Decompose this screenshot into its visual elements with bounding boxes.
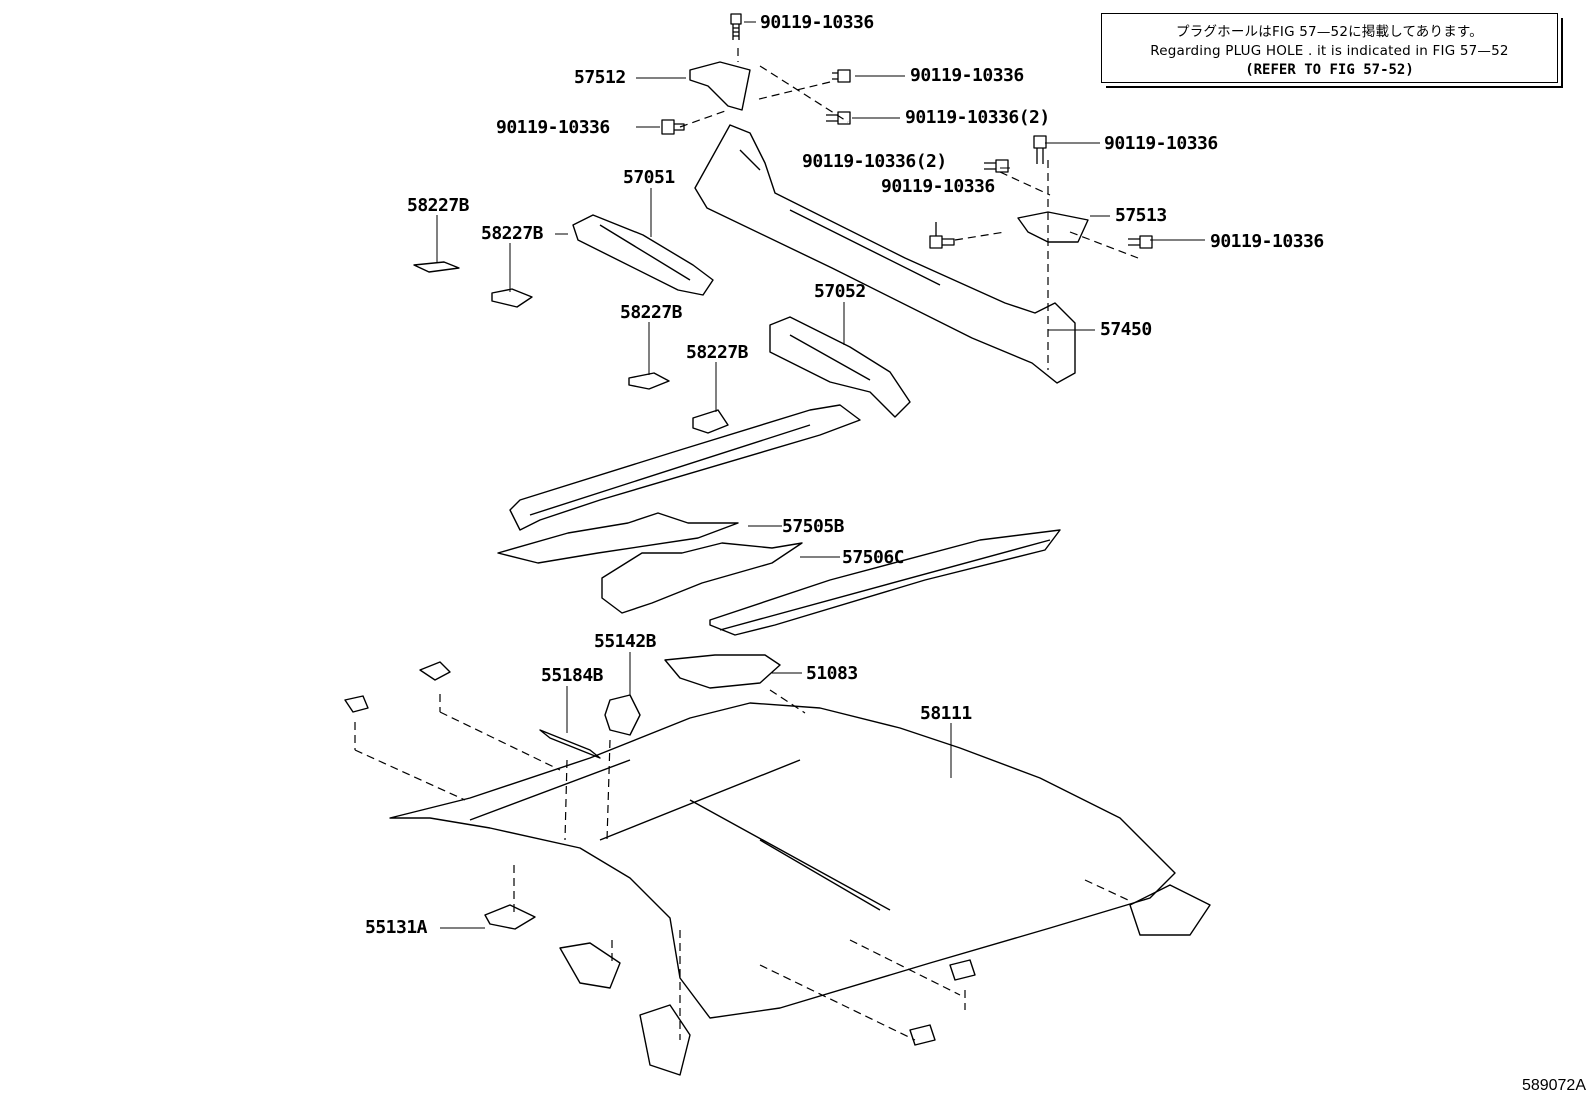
rail-57505B: [497, 512, 739, 564]
label-57506C: 57506C: [842, 547, 905, 568]
label-57505B: 57505B: [782, 516, 845, 537]
label-55184B: 55184B: [541, 665, 604, 686]
bracket-lower-4: [639, 1004, 691, 1076]
label-55142B: 55142B: [594, 631, 657, 652]
bracket-58227B-2: [491, 288, 533, 308]
rail-upper: [509, 404, 861, 531]
part-55131A: [484, 904, 536, 930]
bracket-lower-6: [949, 959, 976, 981]
rail-57506C: [601, 542, 803, 614]
bracket-58227B-3: [628, 372, 670, 390]
part-55184B: [539, 729, 601, 759]
rail-right: [709, 529, 1061, 636]
label-58111: 58111: [920, 703, 972, 724]
part-51083: [664, 654, 781, 689]
bolt-icons: [661, 13, 1153, 249]
part-55142B: [604, 694, 641, 736]
label-58227B-2: 58227B: [481, 223, 544, 244]
bracket-lower-7: [909, 1024, 936, 1046]
note-line-3: (REFER TO FIG 57-52): [1245, 62, 1414, 78]
label-57051: 57051: [623, 167, 675, 188]
label-90119-a: 90119-10336: [910, 65, 1024, 86]
label-51083: 51083: [806, 663, 858, 684]
label-57450: 57450: [1100, 319, 1152, 340]
label-58227B-4: 58227B: [686, 342, 749, 363]
bracket-58227B-1: [413, 261, 460, 273]
floor-pan-58111: [389, 702, 1176, 1019]
bracket-lower-5: [1129, 884, 1211, 936]
member-57052: [769, 316, 911, 418]
bracket-57512: [689, 61, 751, 111]
crossmember-57450: [694, 124, 1076, 384]
label-90119-c: 90119-10336: [1104, 133, 1218, 154]
member-57051: [572, 214, 714, 296]
label-90119-f: 90119-10336: [1210, 231, 1324, 252]
leader-lines: [436, 21, 1205, 929]
label-57512: 57512: [574, 67, 626, 88]
bracket-lower-1: [419, 661, 451, 681]
reference-note: プラグホールはFIG 57—52に掲載してあります。 Regarding PLU…: [1101, 13, 1563, 88]
bracket-lower-2: [344, 695, 369, 713]
label-90119-d: 90119-10336(2): [802, 151, 947, 172]
label-55131A: 55131A: [365, 917, 428, 938]
label-90119-e: 90119-10336: [881, 176, 995, 197]
bracket-lower-3: [559, 942, 621, 989]
label-57052: 57052: [814, 281, 866, 302]
bracket-58227B-4: [692, 409, 729, 434]
label-58227B-1: 58227B: [407, 195, 470, 216]
label-90119-left: 90119-10336: [496, 117, 610, 138]
label-90119-b: 90119-10336(2): [905, 107, 1050, 128]
note-line-1: プラグホールはFIG 57—52に掲載してあります。: [1176, 24, 1483, 40]
note-line-2: Regarding PLUG HOLE . it is indicated in…: [1150, 43, 1509, 59]
label-58227B-3: 58227B: [620, 302, 683, 323]
dashed-lines: [354, 48, 1139, 1041]
label-90119-top: 90119-10336: [760, 12, 874, 33]
diagram-code: 589072A: [1521, 1077, 1586, 1094]
label-57513: 57513: [1115, 205, 1167, 226]
bracket-57513: [1017, 211, 1089, 243]
